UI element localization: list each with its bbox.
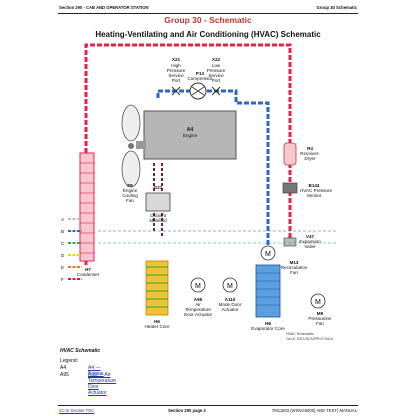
recirculation-fan-icon [260,245,276,261]
mode-door-actuator-icon [222,277,238,293]
pressure-sensor-icon [282,182,298,194]
legend-key: A95 [60,372,69,378]
a4-desc: Engine [183,133,198,138]
svg-text:Expansion: Expansion [299,239,321,244]
high-pressure-port-icon [171,86,181,96]
svg-text:Engine: Engine [123,188,138,193]
h6-desc: Heater Core [144,324,169,329]
flow-legend-f: F [61,277,64,282]
page-number: Section 290 page 4 [168,408,206,413]
coolant-manifold [145,192,171,212]
r4-code: R4 [307,146,313,151]
svg-text:M: M [315,299,321,306]
low-pressure-line [156,89,270,261]
engine-shaft [136,141,146,149]
flow-legend-arrows [68,218,82,280]
low-pressure-port-icon [211,86,221,96]
legend-heading: Legend: [60,358,79,364]
legend-link[interactable]: A95 — Air Temperature Door Actuator [88,372,117,396]
h7-code: H7 [85,267,91,272]
pressurizer-fan-icon [310,293,326,309]
flow-legend-b: B [61,229,64,234]
condenser [79,152,95,262]
svg-text:M: M [195,283,201,290]
svg-text:HVAC Pressure: HVAC Pressure [300,188,333,193]
svg-text:Manifold: Manifold [149,218,167,223]
svg-text:Mode Door: Mode Door [219,302,242,307]
h8-code: H8 [265,321,271,326]
a110-code: A110 [225,297,236,302]
flow-legend-a: A [61,217,65,222]
section-caption: HVAC Schematic [60,348,101,354]
x21-desc-4: Port [172,78,181,83]
x21-desc-1: High [171,63,181,68]
evaporator-core [255,264,281,318]
page-footer: Go to Section TOC Section 290 page 4 TM1… [58,405,358,414]
svg-text:Sensor: Sensor [307,193,322,198]
svg-text:M: M [227,283,233,290]
page-header: Section 290 - CAB AND OPERATOR STATION G… [58,3,358,14]
m13-code: M13 [290,260,299,265]
svg-text:Valve: Valve [304,244,316,249]
section-toc-link[interactable]: Go to Section TOC [59,408,95,413]
svg-text:Dryer: Dryer [304,156,316,161]
b144-code: B144 [309,183,320,188]
g21-code: G21 [154,185,163,190]
flow-legend-e: E [61,265,64,270]
header-section: Section 290 - CAB AND OPERATOR STATION [59,5,149,10]
manual-page: Section 290 - CAB AND OPERATOR STATION G… [58,3,358,413]
svg-text:Fan: Fan [290,270,298,275]
diagram-title: Heating-Ventilating and Air Conditioning… [95,30,321,39]
svg-text:Port: Port [212,78,221,83]
svg-text:Pressurizer: Pressurizer [308,316,332,321]
header-group: Group 30 Schematic [316,5,358,10]
v47-code: V47 [306,234,315,239]
h8-desc: Evaporator Core [251,326,285,331]
receiver-dryer-icon [283,142,297,166]
svg-text:Actuator: Actuator [221,307,239,312]
svg-text:Receiver-: Receiver- [300,151,320,156]
svg-text:Service: Service [208,73,224,78]
air-temp-actuator-icon [190,277,206,293]
p13-code: P13 [196,71,205,76]
svg-text:Temperature: Temperature [185,307,211,312]
svg-text:Fan: Fan [316,321,324,326]
a95-code: A95 [194,297,203,302]
svg-text:Door Actuator: Door Actuator [184,312,213,317]
x22-code: X22 [212,57,221,62]
svg-text:Recirculation: Recirculation [281,265,308,270]
flow-legend-c: C [61,241,65,246]
svg-text:Fan: Fan [126,198,134,203]
legend-link[interactable]: A4 — Engine [88,365,104,377]
x21-desc-3: Service [168,73,184,78]
p13-desc: Compressor [187,76,212,81]
svg-text:Air: Air [195,302,201,307]
svg-text:Coolant: Coolant [150,213,167,218]
a4-code: A4 [187,127,194,133]
svg-text:M: M [265,251,271,258]
m9-code: M9 [317,311,324,316]
f8-code: F8 [127,183,133,188]
hvac-schematic: M M M M X21 High Pressure Service [61,43,338,341]
coolant-line [153,163,163,238]
manual-title: TM11803 (WXNG5000) AND TEST) MANUAL [271,408,357,413]
expansion-valve-icon [283,237,297,247]
group-title: Group 30 - Schematic [164,15,252,25]
legend-key: A4 [60,365,67,371]
figure-note: HVAC Schematic [286,332,314,336]
svg-text:Cooling: Cooling [122,193,138,198]
h7-desc: Condenser [77,272,100,277]
h6-code: H6 [154,319,160,324]
svg-text:Pressure: Pressure [207,68,226,73]
engine-cooling-fan-icon [121,104,141,188]
svg-text:Low: Low [212,63,221,68]
engine-block [143,110,237,160]
x21-desc-2: Pressure [167,68,186,73]
flow-legend-d: D [61,253,65,258]
x21-code: X21 [172,57,181,62]
figure-ref: Oct 8, 2013 DLS2PR E74414 [286,337,333,341]
